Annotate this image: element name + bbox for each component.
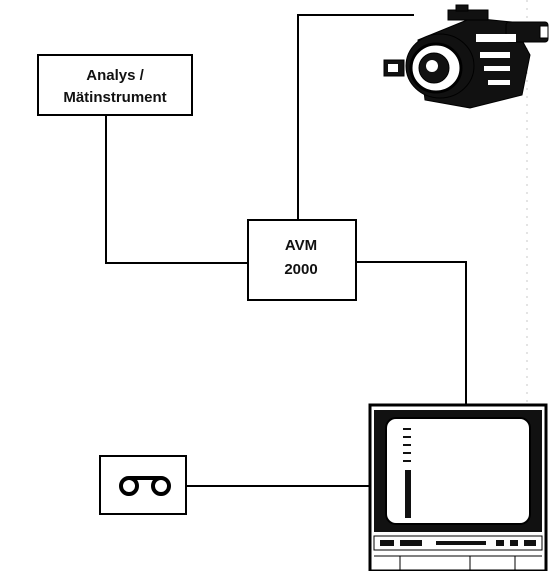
avm-2000-box: AVM 2000 (248, 220, 356, 300)
video-camera-icon (384, 5, 548, 108)
measurement-label-line1: Analys / (86, 67, 144, 84)
avm-label-line1: AVM (285, 237, 317, 254)
tv-monitor-icon (370, 405, 546, 571)
measurement-label-line2: Mätinstrument (63, 89, 166, 106)
line-measurement-to-avm (106, 112, 248, 263)
measurement-instrument-box: Analys / Mätinstrument (38, 55, 192, 115)
avm-label-line2: 2000 (284, 261, 317, 278)
line-avm-to-monitor (356, 262, 466, 405)
cassette-icon (100, 456, 186, 514)
line-avm-to-camera (298, 15, 414, 220)
